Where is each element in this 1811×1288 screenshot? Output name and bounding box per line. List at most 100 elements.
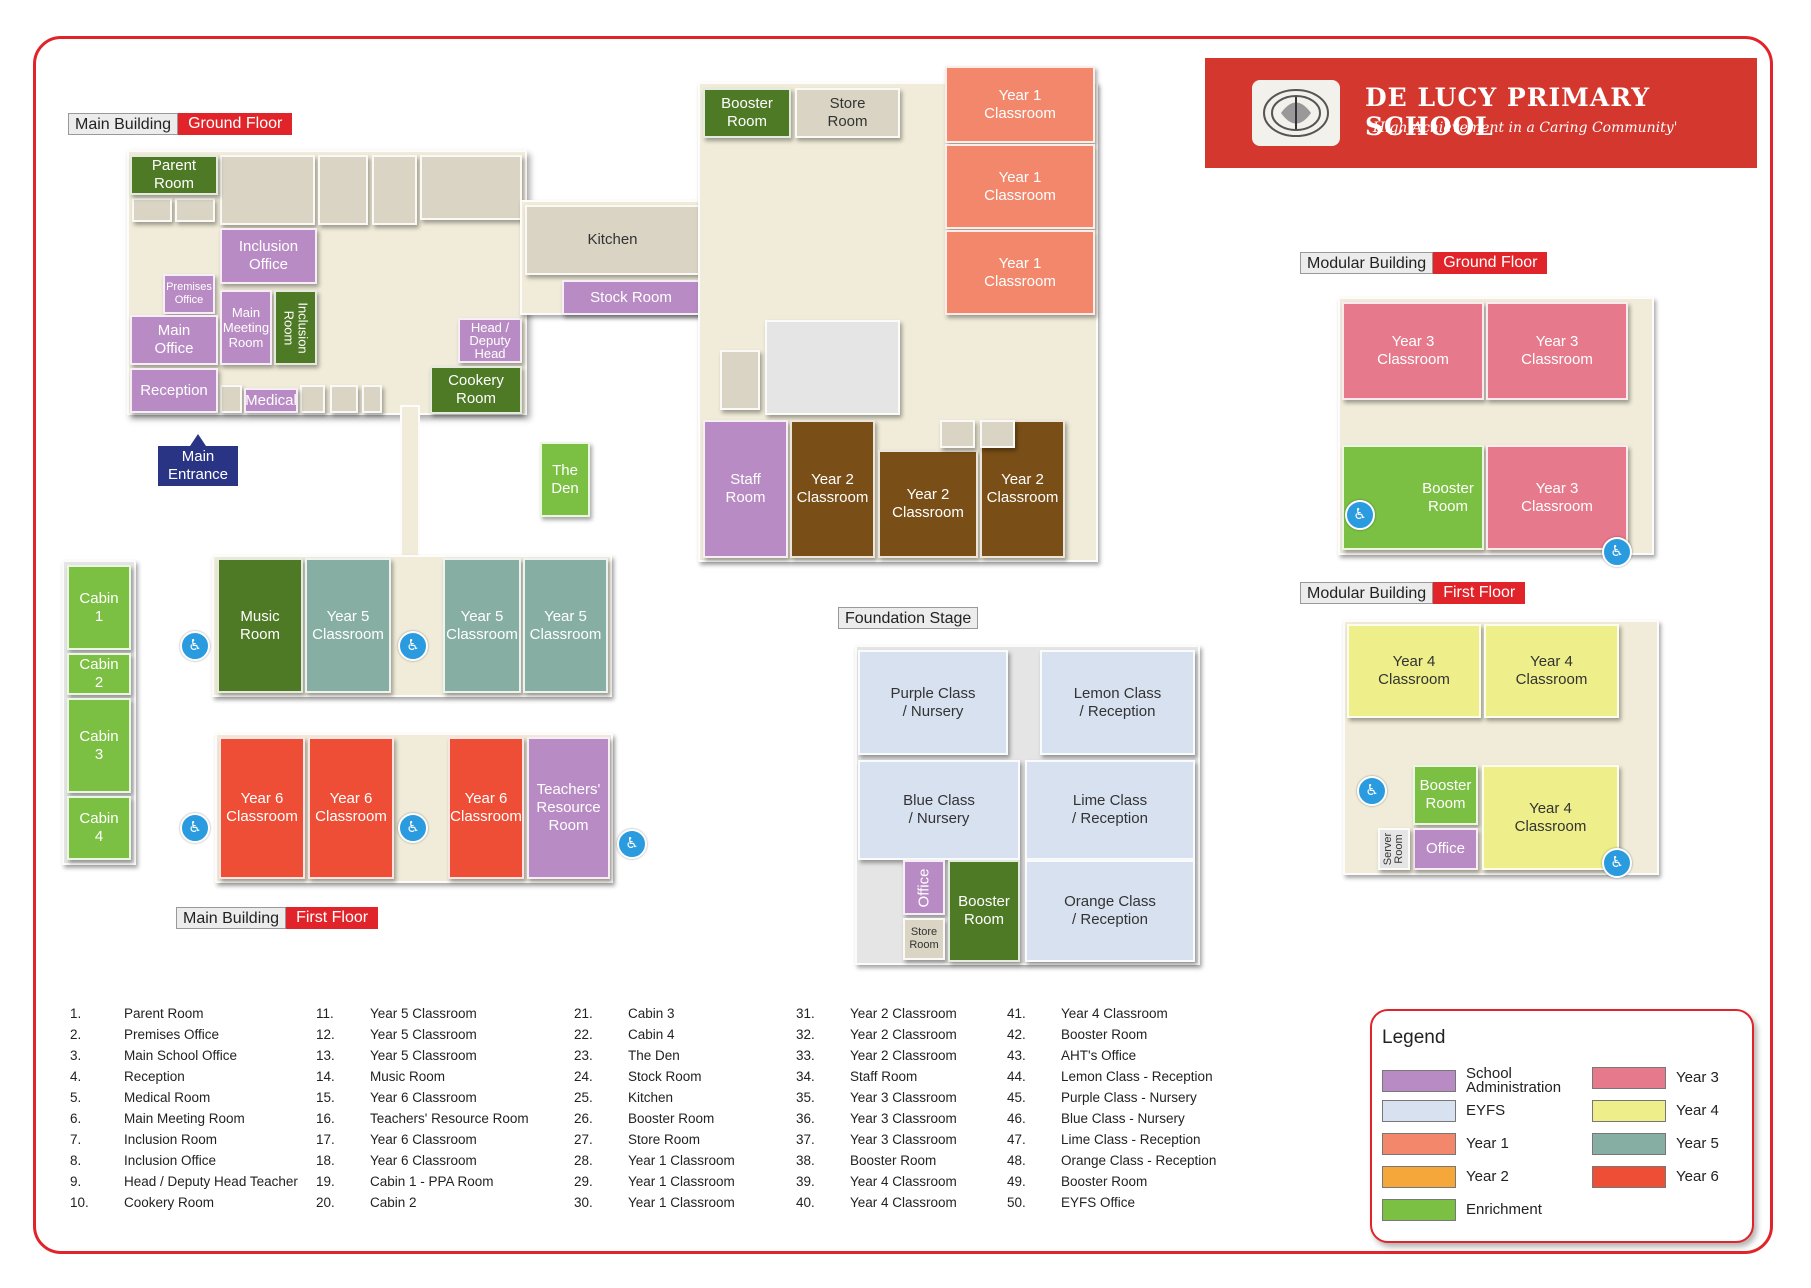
disabled-access-icon: ♿: [1602, 848, 1632, 878]
room-year2-a: Year 2 Classroom: [790, 420, 875, 558]
room-index-name: Kitchen: [628, 1090, 674, 1105]
room-index-number: 37.: [796, 1132, 815, 1147]
room-reception: Reception: [130, 368, 218, 413]
legend-label: School Administration: [1466, 1065, 1562, 1096]
room-index-number: 35.: [796, 1090, 815, 1105]
room-index-name: Store Room: [628, 1132, 701, 1147]
room-the-den: The Den: [540, 442, 590, 517]
service-room: [980, 420, 1015, 448]
room-index-number: 17.: [316, 1132, 335, 1147]
legend-swatch: [1382, 1199, 1456, 1221]
room-index-number: 9.: [70, 1174, 82, 1189]
room-index-number: 29.: [574, 1174, 593, 1189]
room-index-entry: 4.Reception: [70, 1066, 298, 1087]
room-index-entry: 32.Year 2 Classroom: [796, 1024, 957, 1045]
room-index-entry: 23.The Den: [574, 1045, 735, 1066]
room-index-number: 12.: [316, 1027, 335, 1042]
room-index-entry: 24.Stock Room: [574, 1066, 735, 1087]
room-index-name: Staff Room: [850, 1069, 918, 1084]
room-index-entry: 46.Blue Class - Nursery: [1007, 1108, 1216, 1129]
room-index-entry: 22. Cabin 4: [574, 1024, 735, 1045]
legend-item: Year 5: [1592, 1133, 1719, 1155]
room-index-number: 43.: [1007, 1048, 1026, 1063]
room-index-name: Booster Room: [628, 1111, 715, 1126]
room-index-name: Year 1 Classroom: [628, 1195, 735, 1210]
main-entrance-marker: Main Entrance: [158, 434, 238, 486]
legend-swatch: [1382, 1100, 1456, 1122]
room-index-entry: 38. Booster Room: [796, 1150, 957, 1171]
room-index-name: Inclusion Office: [124, 1153, 217, 1168]
legend-swatch: [1382, 1133, 1456, 1155]
room-fs-store: Store Room: [903, 918, 945, 960]
room-index-number: 33.: [796, 1048, 815, 1063]
disabled-access-icon: ♿: [1602, 537, 1632, 567]
room-year3-a: Year 3 Classroom: [1342, 302, 1484, 400]
room-year4-b: Year 4 Classroom: [1484, 624, 1619, 718]
legend-item: Year 4: [1592, 1100, 1719, 1122]
room-index-name: Cabin 1 - PPA Room: [370, 1174, 494, 1189]
room-index-entry: 9.Head / Deputy Head Teacher: [70, 1171, 298, 1192]
room-lemon-class: Lemon Class / Reception: [1040, 650, 1195, 755]
room-index-name: Booster Room: [850, 1153, 937, 1168]
legend-label: Year 2: [1466, 1168, 1509, 1185]
disabled-access-icon: ♿: [617, 829, 647, 859]
room-index-entry: 47.Lime Class - Reception: [1007, 1129, 1216, 1150]
room-index-number: 22.: [574, 1027, 593, 1042]
room-index-name: Year 1 Classroom: [628, 1153, 735, 1168]
room-index-entry: 43.AHT's Office: [1007, 1045, 1216, 1066]
room-index-name: Year 4 Classroom: [850, 1174, 957, 1189]
room-index-entry: 13.Year 5 Classroom: [316, 1045, 529, 1066]
room-index-name: Orange Class - Reception: [1061, 1153, 1217, 1168]
room-teachers-resource: Teachers' Resource Room: [527, 737, 610, 879]
room-index-name: Year 6 Classroom: [370, 1132, 477, 1147]
room-main-office: Main Office: [130, 315, 218, 365]
room-index-name: Cabin 4: [628, 1027, 675, 1042]
room-index-number: 6.: [70, 1111, 82, 1126]
legend-swatch: [1382, 1166, 1456, 1188]
room-parent-room: Parent Room: [130, 155, 218, 195]
room-index-name: Teachers' Resource Room: [370, 1111, 529, 1126]
room-index-entry: 14.Music Room: [316, 1066, 529, 1087]
room-index-number: 32.: [796, 1027, 815, 1042]
legend-item: Year 1: [1382, 1133, 1509, 1155]
room-index-number: 38.: [796, 1153, 815, 1168]
room-index-number: 49.: [1007, 1174, 1026, 1189]
room-index-number: 21.: [574, 1006, 593, 1021]
disabled-access-icon: ♿: [1357, 776, 1387, 806]
room-index-name: Year 6 Classroom: [370, 1153, 477, 1168]
room-index-number: 41.: [1007, 1006, 1026, 1021]
legend-item: Year 6: [1592, 1166, 1719, 1188]
room-year6-c: Year 6 Classroom: [448, 737, 524, 879]
map-frame: [33, 36, 1773, 1254]
room-index-entry: 11.Year 5 Classroom: [316, 1003, 529, 1024]
fs-office-label: Office: [915, 868, 932, 907]
legend-swatch: [1592, 1067, 1666, 1089]
service-room: [220, 385, 242, 413]
room-premises-office: Premises Office: [163, 274, 215, 314]
room-main-meeting-room: Main Meeting Room: [220, 290, 272, 365]
service-room: [362, 385, 382, 413]
room-index-entry: 25.Kitchen: [574, 1087, 735, 1108]
room-index-number: 7.: [70, 1132, 82, 1147]
label-floor: Ground Floor: [178, 113, 293, 135]
legend-item: Year 2: [1382, 1166, 1509, 1188]
room-index-number: 2.: [70, 1027, 82, 1042]
room-index-name: Medical Room: [124, 1090, 211, 1105]
school-motto: 'High Achievement in a Caring Community': [1369, 120, 1678, 136]
room-kitchen: Kitchen: [525, 205, 700, 275]
room-index-entry: 1.Parent Room: [70, 1003, 298, 1024]
room-blue-class: Blue Class / Nursery: [858, 760, 1020, 860]
room-index-number: 18.: [316, 1153, 335, 1168]
room-index-name: Year 3 Classroom: [850, 1111, 957, 1126]
room-index-number: 8.: [70, 1153, 82, 1168]
room-index-entry: 15.Year 6 Classroom: [316, 1087, 529, 1108]
legend-swatch: [1592, 1166, 1666, 1188]
room-index-entry: 28.Year 1 Classroom: [574, 1150, 735, 1171]
label-floor: First Floor: [286, 907, 379, 929]
legend-label: EYFS: [1466, 1102, 1506, 1119]
room-staff-room: Staff Room: [703, 420, 788, 558]
service-room: [220, 155, 315, 225]
